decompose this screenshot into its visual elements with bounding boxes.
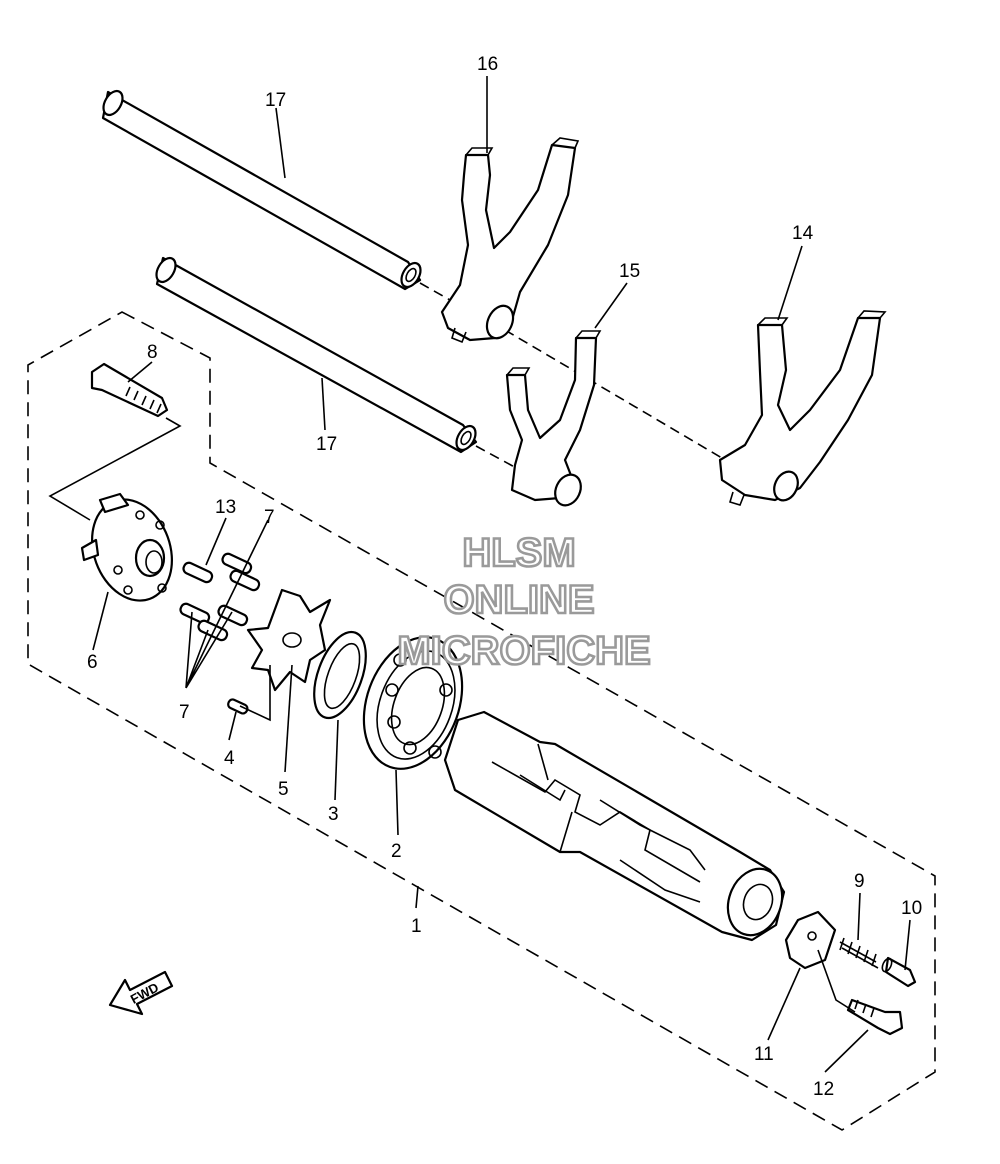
spring-9 xyxy=(839,937,879,969)
callout-8: 8 xyxy=(147,342,158,363)
fwd-arrow-icon: FWD xyxy=(108,970,174,1016)
callout-17-lower: 17 xyxy=(316,434,337,455)
callout-17-upper: 17 xyxy=(265,90,286,111)
watermark-line1: HLSM xyxy=(462,531,575,575)
callout-7-upper: 7 xyxy=(264,507,275,528)
shift-fork-16 xyxy=(440,137,580,344)
callout-7-lower: 7 xyxy=(179,702,190,723)
screw-12 xyxy=(846,998,904,1036)
callout-4: 4 xyxy=(224,748,235,769)
guide-bar-lower xyxy=(155,256,478,454)
watermark-line3: MICROFICHE xyxy=(397,629,650,673)
shift-fork-14 xyxy=(718,310,887,506)
segment-6 xyxy=(80,492,173,602)
callout-6: 6 xyxy=(87,652,98,673)
stopper-plate-5 xyxy=(246,588,332,692)
watermark-line2: ONLINE xyxy=(443,578,594,622)
callout-5: 5 xyxy=(278,779,289,800)
callout-10: 10 xyxy=(901,898,922,919)
pin-10 xyxy=(881,956,917,988)
guide-bar-upper xyxy=(101,89,422,291)
watermark: HLSM ONLINE MICROFICHE xyxy=(396,530,652,675)
fwd-label: FWD xyxy=(128,980,161,1007)
bearing-2 xyxy=(362,636,464,770)
washer-3 xyxy=(313,630,367,720)
plate-11 xyxy=(784,910,837,970)
callout-16: 16 xyxy=(477,54,498,75)
callout-11: 11 xyxy=(754,1044,774,1065)
assembly-boundary xyxy=(27,311,936,1131)
shift-fork-15 xyxy=(505,330,602,507)
callout-1: 1 xyxy=(411,916,422,937)
callout-3: 3 xyxy=(328,804,339,825)
pin-4 xyxy=(227,698,249,715)
shift-drum-1 xyxy=(443,710,786,942)
callout-14: 14 xyxy=(792,223,814,244)
callout-13: 13 xyxy=(215,497,236,518)
callout-15: 15 xyxy=(619,261,640,282)
callout-2: 2 xyxy=(391,841,402,862)
callout-12: 12 xyxy=(813,1079,834,1100)
callout-9: 9 xyxy=(854,871,865,892)
screw-8 xyxy=(90,362,169,418)
leader-lines xyxy=(92,76,911,1073)
